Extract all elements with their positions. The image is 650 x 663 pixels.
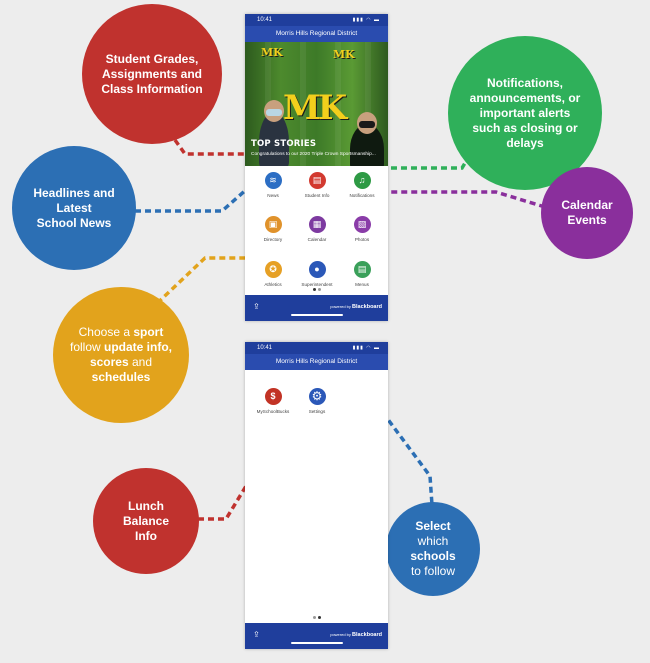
- status-bar: 10:41 ▮▮▮ ◠ ▬: [245, 342, 388, 354]
- story-caption: Congratulations to our 2020 Triple Crown…: [251, 152, 376, 157]
- callout-sport-text: and: [128, 355, 153, 369]
- callout-sport-keyword: scores: [89, 355, 129, 369]
- callout-notifications-line: announcements, or: [469, 90, 581, 105]
- tile-myschoolbucks[interactable]: $ MySchoolBucks: [249, 388, 297, 414]
- callout-lunch: Lunch Balance Info: [93, 468, 199, 574]
- tile-news[interactable]: ≋ News: [249, 172, 297, 198]
- blackboard-logo: Blackboard: [352, 632, 382, 638]
- callout-notifications-line: such as closing or: [472, 120, 578, 135]
- callout-calendar-line: Calendar: [561, 198, 613, 212]
- tile-label: Notifications: [349, 193, 375, 198]
- tile-label: Settings: [308, 409, 326, 414]
- tile-notifications[interactable]: ♫ Notifications: [338, 172, 386, 198]
- school-logo-small: MK: [333, 48, 355, 61]
- callout-grades-line: Student Grades,: [105, 51, 199, 66]
- face-mask: [359, 121, 375, 128]
- status-icons: ▮▮▮ ◠ ▬: [352, 17, 380, 23]
- callout-sport-keyword: update info,: [104, 340, 172, 354]
- callout-lunch-line: Balance: [122, 513, 170, 528]
- callout-lunch-line: Info: [135, 528, 157, 543]
- blackboard-logo: Blackboard: [352, 304, 382, 310]
- status-time: 10:41: [257, 345, 273, 351]
- home-indicator[interactable]: [290, 642, 343, 644]
- tile-label: Calendar: [307, 237, 327, 242]
- tile-label: Student Info: [304, 193, 330, 198]
- id-card-icon: ▤: [308, 172, 326, 189]
- callout-headlines-line: School News: [36, 215, 112, 230]
- tile-label: Superintendent: [301, 282, 333, 287]
- powered-by-text: powered by: [330, 304, 351, 309]
- waves-icon: ≋: [264, 172, 282, 189]
- calendar-icon: ▦: [308, 216, 326, 233]
- callout-schools-line: to follow: [410, 564, 455, 578]
- callout-grades: Student Grades, Assignments and Class In…: [82, 4, 222, 144]
- person-icon: ●: [308, 261, 326, 278]
- tile-superintendent[interactable]: ● Superintendent: [293, 261, 341, 287]
- home-indicator[interactable]: [290, 314, 343, 316]
- callout-schools-line: which: [417, 534, 449, 548]
- tile-student-info[interactable]: ▤ Student Info: [293, 172, 341, 198]
- callout-notifications: Notifications, announcements, or importa…: [448, 36, 602, 190]
- powered-by-text: powered by: [330, 632, 351, 637]
- page-indicator[interactable]: [245, 287, 388, 293]
- status-time: 10:41: [257, 17, 273, 23]
- status-bar: 10:41 ▮▮▮ ◠ ▬: [245, 14, 388, 26]
- tile-athletics[interactable]: ✪ Athletics: [249, 261, 297, 287]
- app-title: Morris Hills Regional District: [245, 26, 388, 42]
- callout-sport-text: Choose a: [78, 325, 134, 339]
- phone-second-screen: 10:41 ▮▮▮ ◠ ▬ Morris Hills Regional Dist…: [245, 342, 388, 649]
- callout-lunch-line: Lunch: [128, 498, 164, 513]
- bottom-bar: ⇪ powered by Blackboard: [245, 623, 388, 649]
- medal-icon: ✪: [264, 261, 282, 278]
- top-stories-heading: TOP STORIES: [251, 139, 317, 149]
- bottom-bar: ⇪ powered by Blackboard: [245, 295, 388, 321]
- callout-grades-line: Class Information: [101, 81, 203, 96]
- school-logo-small: MK: [261, 46, 283, 59]
- tile-label: Athletics: [264, 282, 282, 287]
- share-icon[interactable]: ⇪: [253, 630, 260, 639]
- top-stories-banner[interactable]: MK MK MK TOP STORIES Congratulations to …: [245, 42, 388, 166]
- tile-label: MySchoolBucks: [256, 409, 290, 414]
- callout-notifications-line: important alerts: [479, 105, 571, 120]
- tile-label: Menus: [355, 282, 369, 287]
- powered-by: powered by Blackboard: [330, 304, 382, 310]
- phone-home-screen: 10:41 ▮▮▮ ◠ ▬ Morris Hills Regional Dist…: [245, 14, 388, 321]
- tile-photos[interactable]: ▧ Photos: [338, 216, 386, 242]
- callout-sport: Choose a sport follow update info, score…: [53, 287, 189, 423]
- callout-notifications-line: delays: [506, 135, 544, 150]
- menu-icon: ▤: [353, 261, 371, 278]
- app-title: Morris Hills Regional District: [245, 354, 388, 370]
- callout-calendar: Calendar Events: [541, 167, 633, 259]
- face-mask: [266, 109, 282, 116]
- share-icon[interactable]: ⇪: [253, 302, 260, 311]
- tile-settings[interactable]: ⚙ Settings: [293, 388, 341, 414]
- tile-label: Directory: [263, 237, 283, 242]
- tile-label: Photos: [354, 237, 370, 242]
- status-icons: ▮▮▮ ◠ ▬: [352, 345, 380, 351]
- book-icon: ▣: [264, 216, 282, 233]
- tile-menus[interactable]: ▤ Menus: [338, 261, 386, 287]
- callout-calendar-line: Events: [567, 213, 607, 227]
- photo-icon: ▧: [353, 216, 371, 233]
- school-logo-large: MK: [283, 88, 347, 128]
- callout-sport-text: follow: [69, 340, 104, 354]
- callout-schools-line: schools: [410, 549, 456, 563]
- callout-headlines-line: Latest: [56, 200, 92, 215]
- callout-schools-line: Select: [415, 519, 451, 533]
- callout-sport-keyword: schedules: [91, 370, 151, 384]
- callout-sport-keyword: sport: [133, 325, 164, 339]
- callout-headlines-line: Headlines and: [33, 185, 115, 200]
- tile-directory[interactable]: ▣ Directory: [249, 216, 297, 242]
- callout-schools: Select which schools to follow: [386, 502, 480, 596]
- callout-headlines: Headlines and Latest School News: [12, 146, 136, 270]
- callout-grades-line: Assignments and: [101, 66, 202, 81]
- callout-notifications-line: Notifications,: [486, 75, 563, 90]
- bell-icon: ♫: [353, 172, 371, 189]
- page-indicator[interactable]: [245, 615, 388, 621]
- tile-calendar[interactable]: ▦ Calendar: [293, 216, 341, 242]
- gear-icon: ⚙: [308, 388, 326, 405]
- myschoolbucks-icon: $: [264, 388, 282, 405]
- powered-by: powered by Blackboard: [330, 632, 382, 638]
- tile-label: News: [267, 193, 279, 198]
